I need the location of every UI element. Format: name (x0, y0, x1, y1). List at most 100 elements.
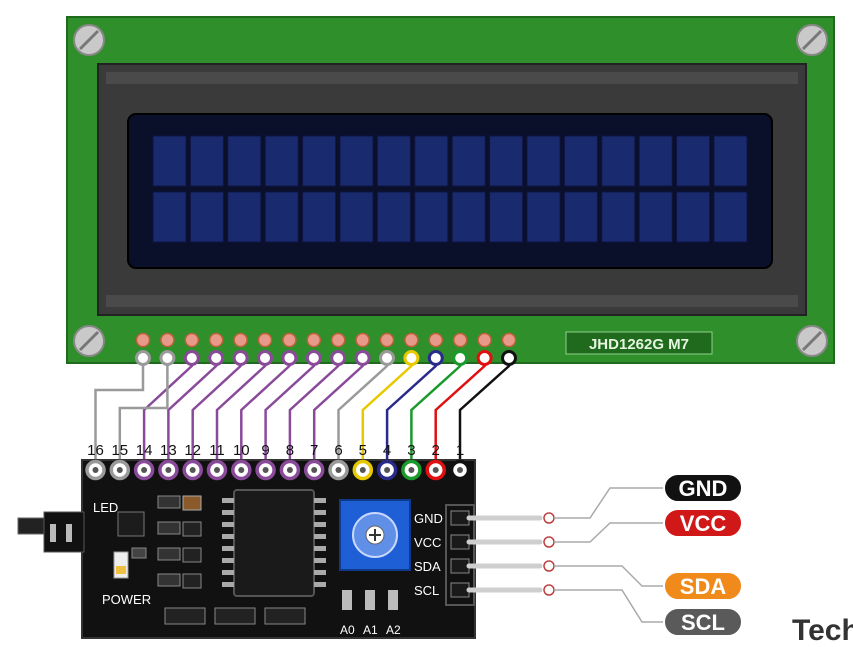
backpack-pin-hole (262, 467, 269, 473)
pin-number: 1 (456, 442, 464, 459)
character-cell (227, 135, 262, 187)
lcd-pin (379, 350, 395, 366)
lcd-pin (427, 350, 444, 366)
callout-label: VCC (680, 511, 727, 536)
backpack-pin-hole (408, 467, 415, 473)
backpack-pin-hole (384, 467, 391, 473)
character-cell (264, 135, 299, 187)
lcd-pad (355, 332, 370, 348)
character-cell (638, 191, 673, 243)
pin-number: 8 (286, 442, 294, 459)
pin-number: 6 (334, 442, 342, 459)
character-cell (302, 135, 337, 187)
backpack-pin-hole (214, 467, 220, 473)
lcd-pad (379, 332, 395, 348)
character-cell (526, 191, 561, 243)
transistor (117, 511, 145, 537)
character-cell (601, 135, 636, 187)
backpack-pin-hole (92, 467, 99, 473)
callout-label: SDA (680, 574, 727, 599)
lcd-pin (452, 350, 469, 366)
pin-number: 12 (184, 442, 201, 459)
wire (94, 358, 145, 470)
lcd-pin (257, 350, 273, 366)
backpack-pin-hole (359, 467, 366, 473)
character-cell (339, 191, 374, 243)
character-cell (489, 135, 524, 187)
backpack-pin-hole (457, 467, 463, 473)
character-cell (152, 135, 187, 187)
lcd-pad (306, 332, 322, 348)
mounting-holes (73, 24, 828, 357)
signal-callouts: GND VCC SDA SCL (663, 473, 743, 637)
pcf8574-chip (233, 489, 315, 597)
character-cell (227, 191, 262, 243)
lcd-pad (184, 332, 200, 348)
address-a1: A1 (363, 623, 378, 637)
lcd-pad (404, 332, 419, 348)
lcd-pad (330, 332, 346, 348)
pin-number: 11 (209, 442, 225, 459)
character-grid (152, 135, 748, 243)
leader-line (554, 565, 664, 587)
character-cell (451, 135, 486, 187)
watermark: Tech (792, 614, 853, 642)
character-cell (451, 191, 486, 243)
lcd-pin (208, 350, 225, 366)
pin-number: 9 (261, 442, 269, 459)
backpack-pin-hole (432, 467, 439, 473)
backpack-pin-hole (238, 467, 245, 473)
header-label-sda: SDA (414, 559, 441, 574)
lcd-pin (354, 350, 371, 366)
backpack-pin-hole (116, 467, 123, 473)
backpack-pin-hole (165, 467, 172, 473)
character-cell (601, 191, 636, 243)
backpack-pin-hole (335, 467, 342, 473)
wires (94, 358, 511, 470)
lcd-pin (403, 350, 420, 366)
character-cell (376, 191, 411, 243)
character-cell (414, 135, 449, 187)
lcd-pin (232, 350, 249, 366)
power-led (113, 551, 129, 579)
lcd-pin (501, 350, 517, 366)
callout-label: GND (679, 476, 728, 501)
lcd-pad (208, 332, 224, 348)
pin-number: 13 (160, 442, 177, 459)
lcd-pin (281, 350, 298, 366)
address-a0: A0 (340, 623, 355, 637)
backpack-pin-hole (311, 467, 318, 473)
pin-number: 15 (111, 442, 128, 459)
character-cell (563, 135, 598, 187)
callout-sda (663, 571, 743, 601)
wire (118, 358, 169, 470)
character-cell (526, 135, 561, 187)
character-cell (563, 191, 598, 243)
header-label-scl: SCL (414, 583, 439, 598)
lcd-pin (135, 350, 151, 366)
character-cell (676, 135, 711, 187)
callout-label: SCL (681, 610, 725, 635)
led-label: LED (93, 500, 118, 515)
character-cell (414, 191, 449, 243)
backpack-header (85, 459, 471, 481)
character-cell (376, 135, 411, 187)
callout-vcc (663, 508, 743, 538)
pin-number: 5 (359, 442, 367, 459)
lcd-pin (476, 350, 493, 366)
backpack-pin-hole (141, 467, 148, 473)
model-label-box (565, 331, 713, 355)
pin-number: 3 (407, 442, 415, 459)
lcd-pad (233, 332, 248, 348)
character-cell (189, 191, 224, 243)
chip-legs (222, 498, 326, 587)
character-cell (152, 191, 187, 243)
leader-line (554, 487, 664, 519)
lcd-pad (257, 332, 273, 348)
lcd-pin (183, 350, 200, 366)
lcd-pad (135, 332, 151, 348)
callout-gnd (663, 473, 743, 503)
